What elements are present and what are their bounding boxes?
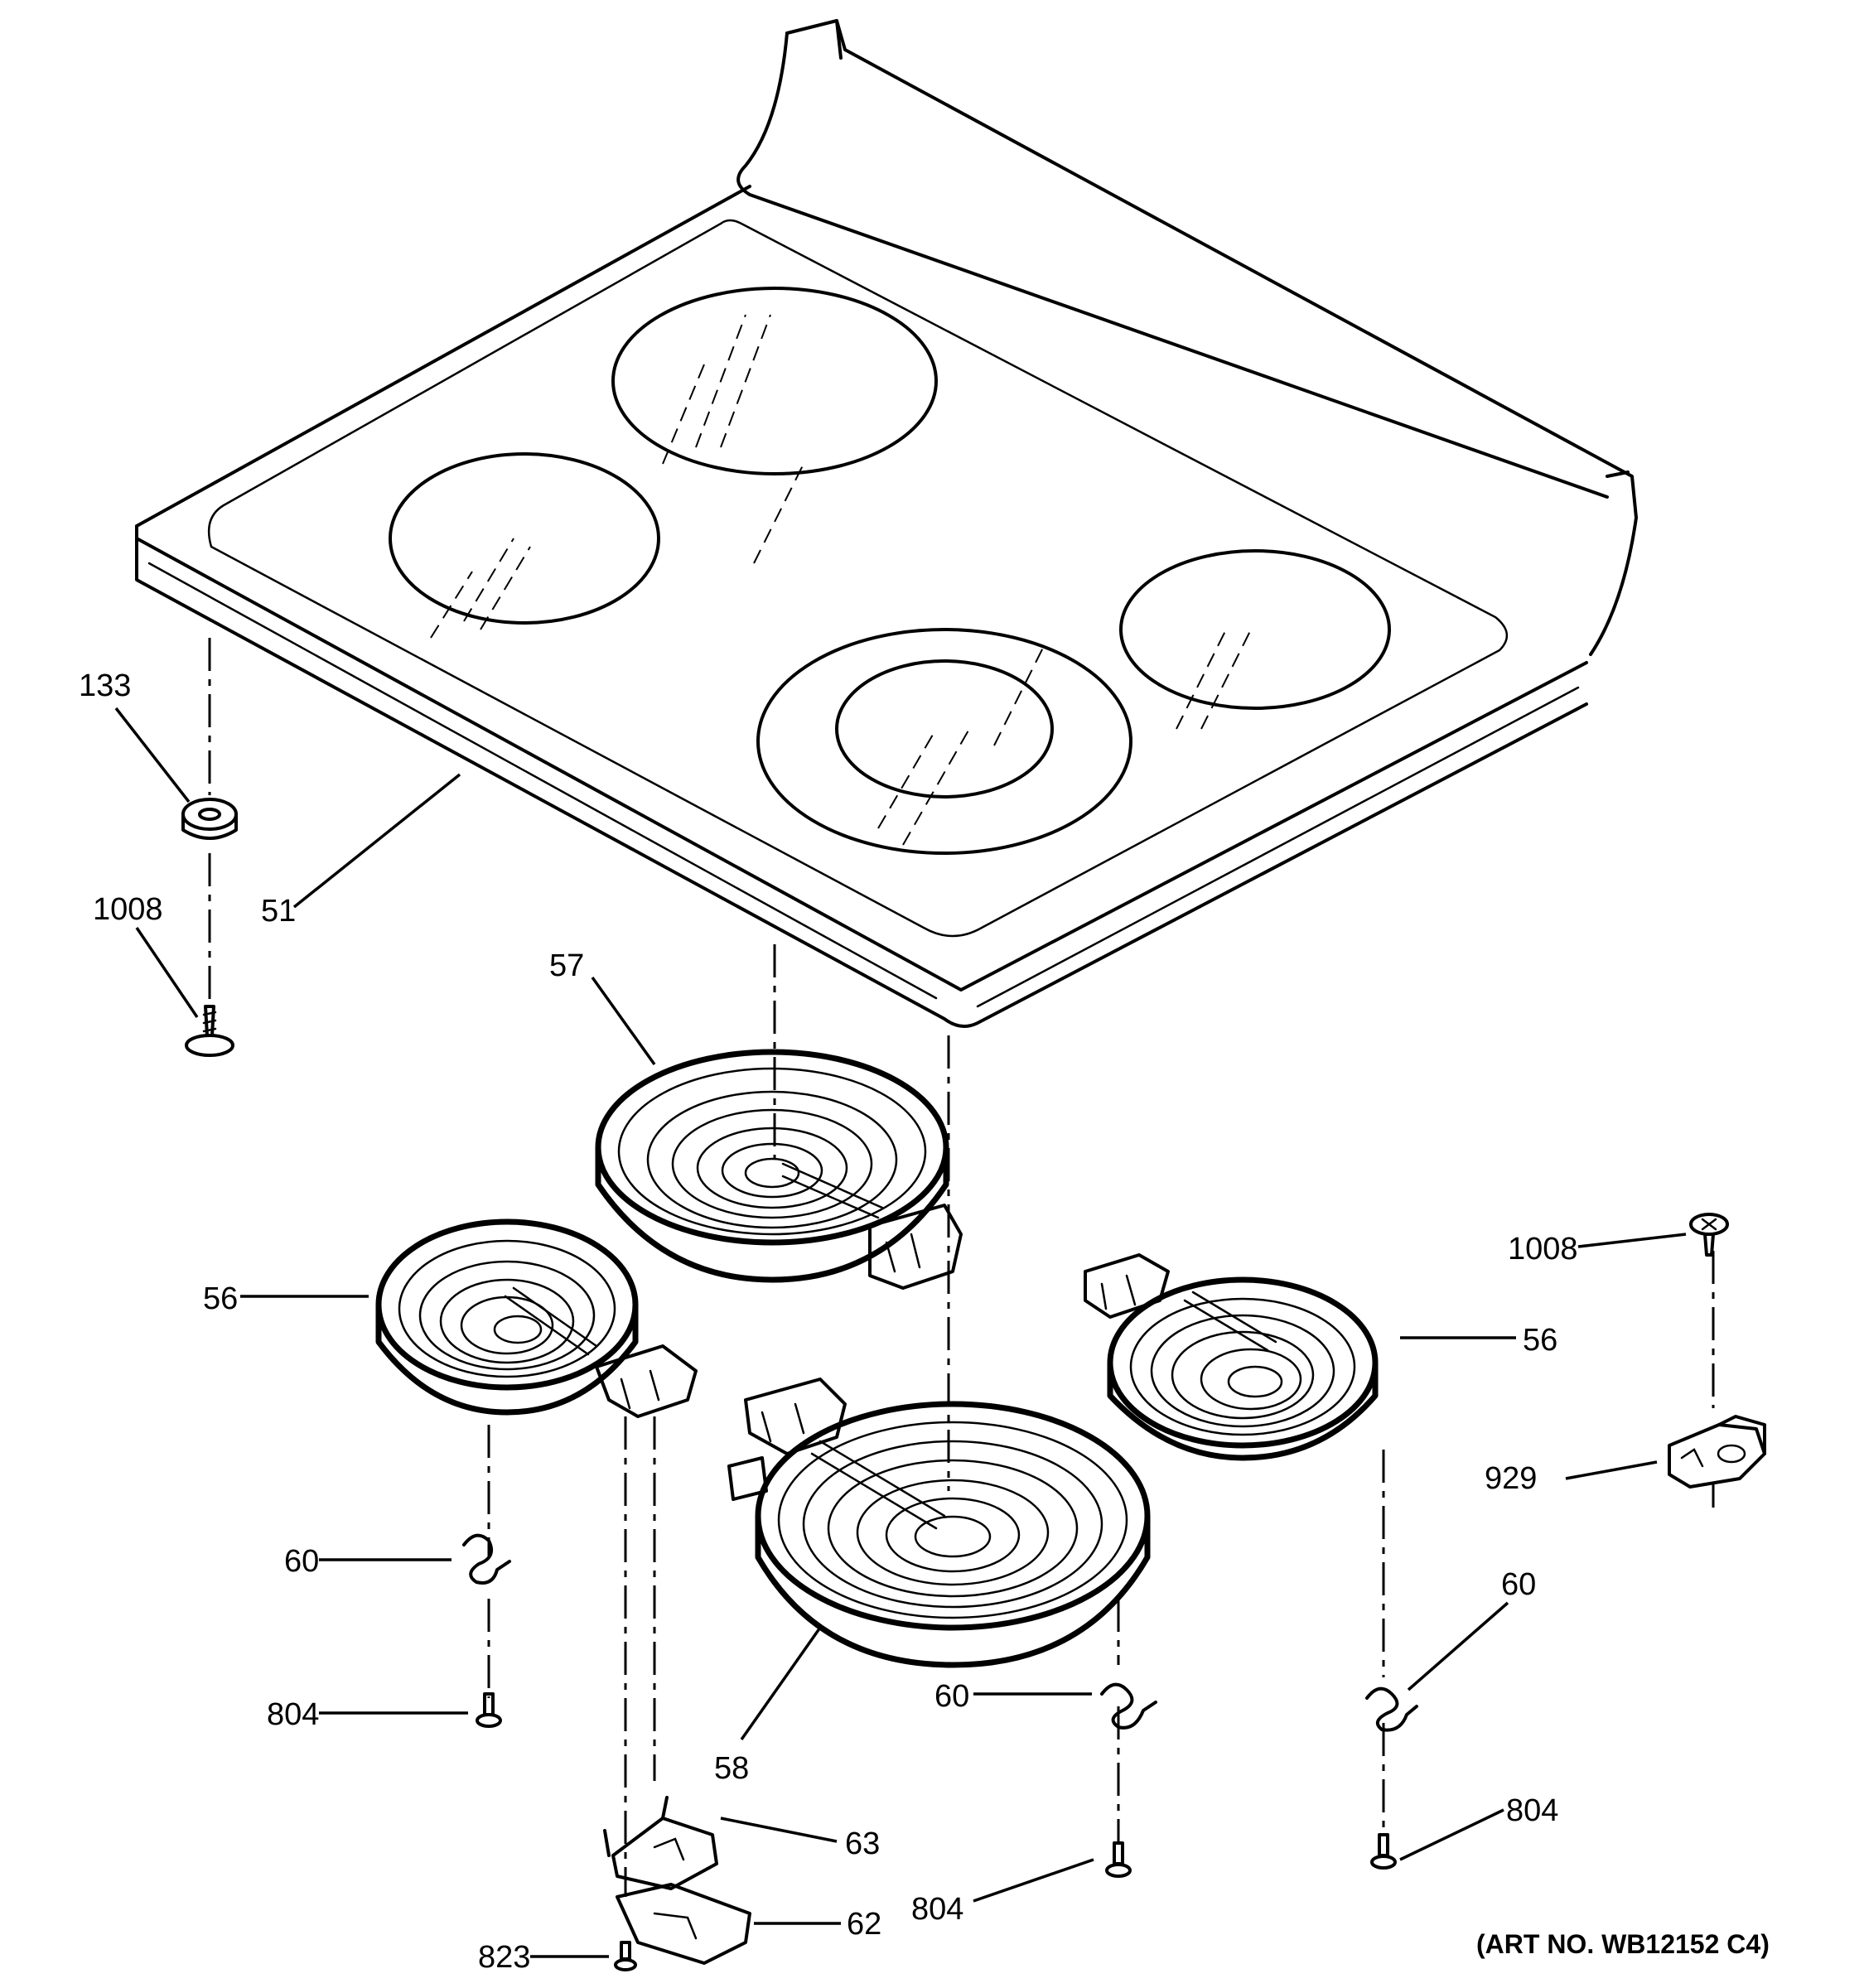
- label-133: 133: [79, 668, 131, 703]
- bracket-929: [1668, 1415, 1766, 1489]
- spacer-133: [181, 798, 238, 840]
- label-56-right: 56: [1523, 1323, 1557, 1358]
- clip-60-left: [462, 1533, 511, 1585]
- label-929: 929: [1485, 1461, 1537, 1496]
- label-804-right: 804: [1506, 1793, 1558, 1828]
- label-1008-right: 1008: [1508, 1232, 1578, 1267]
- label-60-left: 60: [284, 1544, 319, 1579]
- label-57: 57: [549, 948, 584, 983]
- bracket-62: [616, 1883, 751, 1965]
- screw-1008-right: [1689, 1213, 1729, 1257]
- label-1008-left: 1008: [93, 892, 163, 927]
- label-60-right: 60: [1501, 1567, 1536, 1602]
- alignment-lines: [208, 638, 1715, 1897]
- screw-804-right: [1370, 1833, 1397, 1870]
- burner-element-56-left: [375, 1218, 698, 1418]
- burner-element-57: [595, 1049, 963, 1290]
- label-56-left: 56: [203, 1281, 238, 1316]
- burner-element-58: [727, 1378, 1151, 1668]
- callout-labels: 133 1008 51 57 56 56 1008 929 60 60 60 8…: [79, 668, 1770, 1975]
- label-62: 62: [847, 1907, 881, 1942]
- label-51: 51: [261, 894, 296, 929]
- leader-lines: [114, 707, 1687, 1958]
- screw-804-left: [476, 1692, 502, 1728]
- right-front-outer-burner-ring: [756, 628, 1132, 855]
- clip-60-right: [1365, 1686, 1418, 1732]
- label-63: 63: [845, 1826, 880, 1861]
- burner-element-56-right: [1084, 1253, 1379, 1461]
- bracket-63: [603, 1796, 718, 1890]
- screw-804-mid: [1105, 1841, 1132, 1878]
- cooktop-glass: [135, 19, 1638, 1028]
- clip-60-mid: [1100, 1682, 1157, 1730]
- left-front-burner-ring: [611, 287, 938, 475]
- art-number: (ART NO. WB12152 C4): [1476, 1929, 1770, 1959]
- label-58: 58: [714, 1751, 749, 1786]
- label-60-mid: 60: [934, 1679, 969, 1714]
- label-804-left: 804: [267, 1697, 319, 1732]
- right-front-inner-burner-ring: [835, 659, 1054, 799]
- screw-1008-left: [185, 1005, 234, 1057]
- label-823: 823: [478, 1940, 530, 1975]
- screw-823: [614, 1941, 637, 1971]
- label-804-mid: 804: [911, 1892, 963, 1927]
- left-rear-burner-ring: [389, 452, 660, 625]
- right-rear-burner-ring: [1119, 549, 1391, 710]
